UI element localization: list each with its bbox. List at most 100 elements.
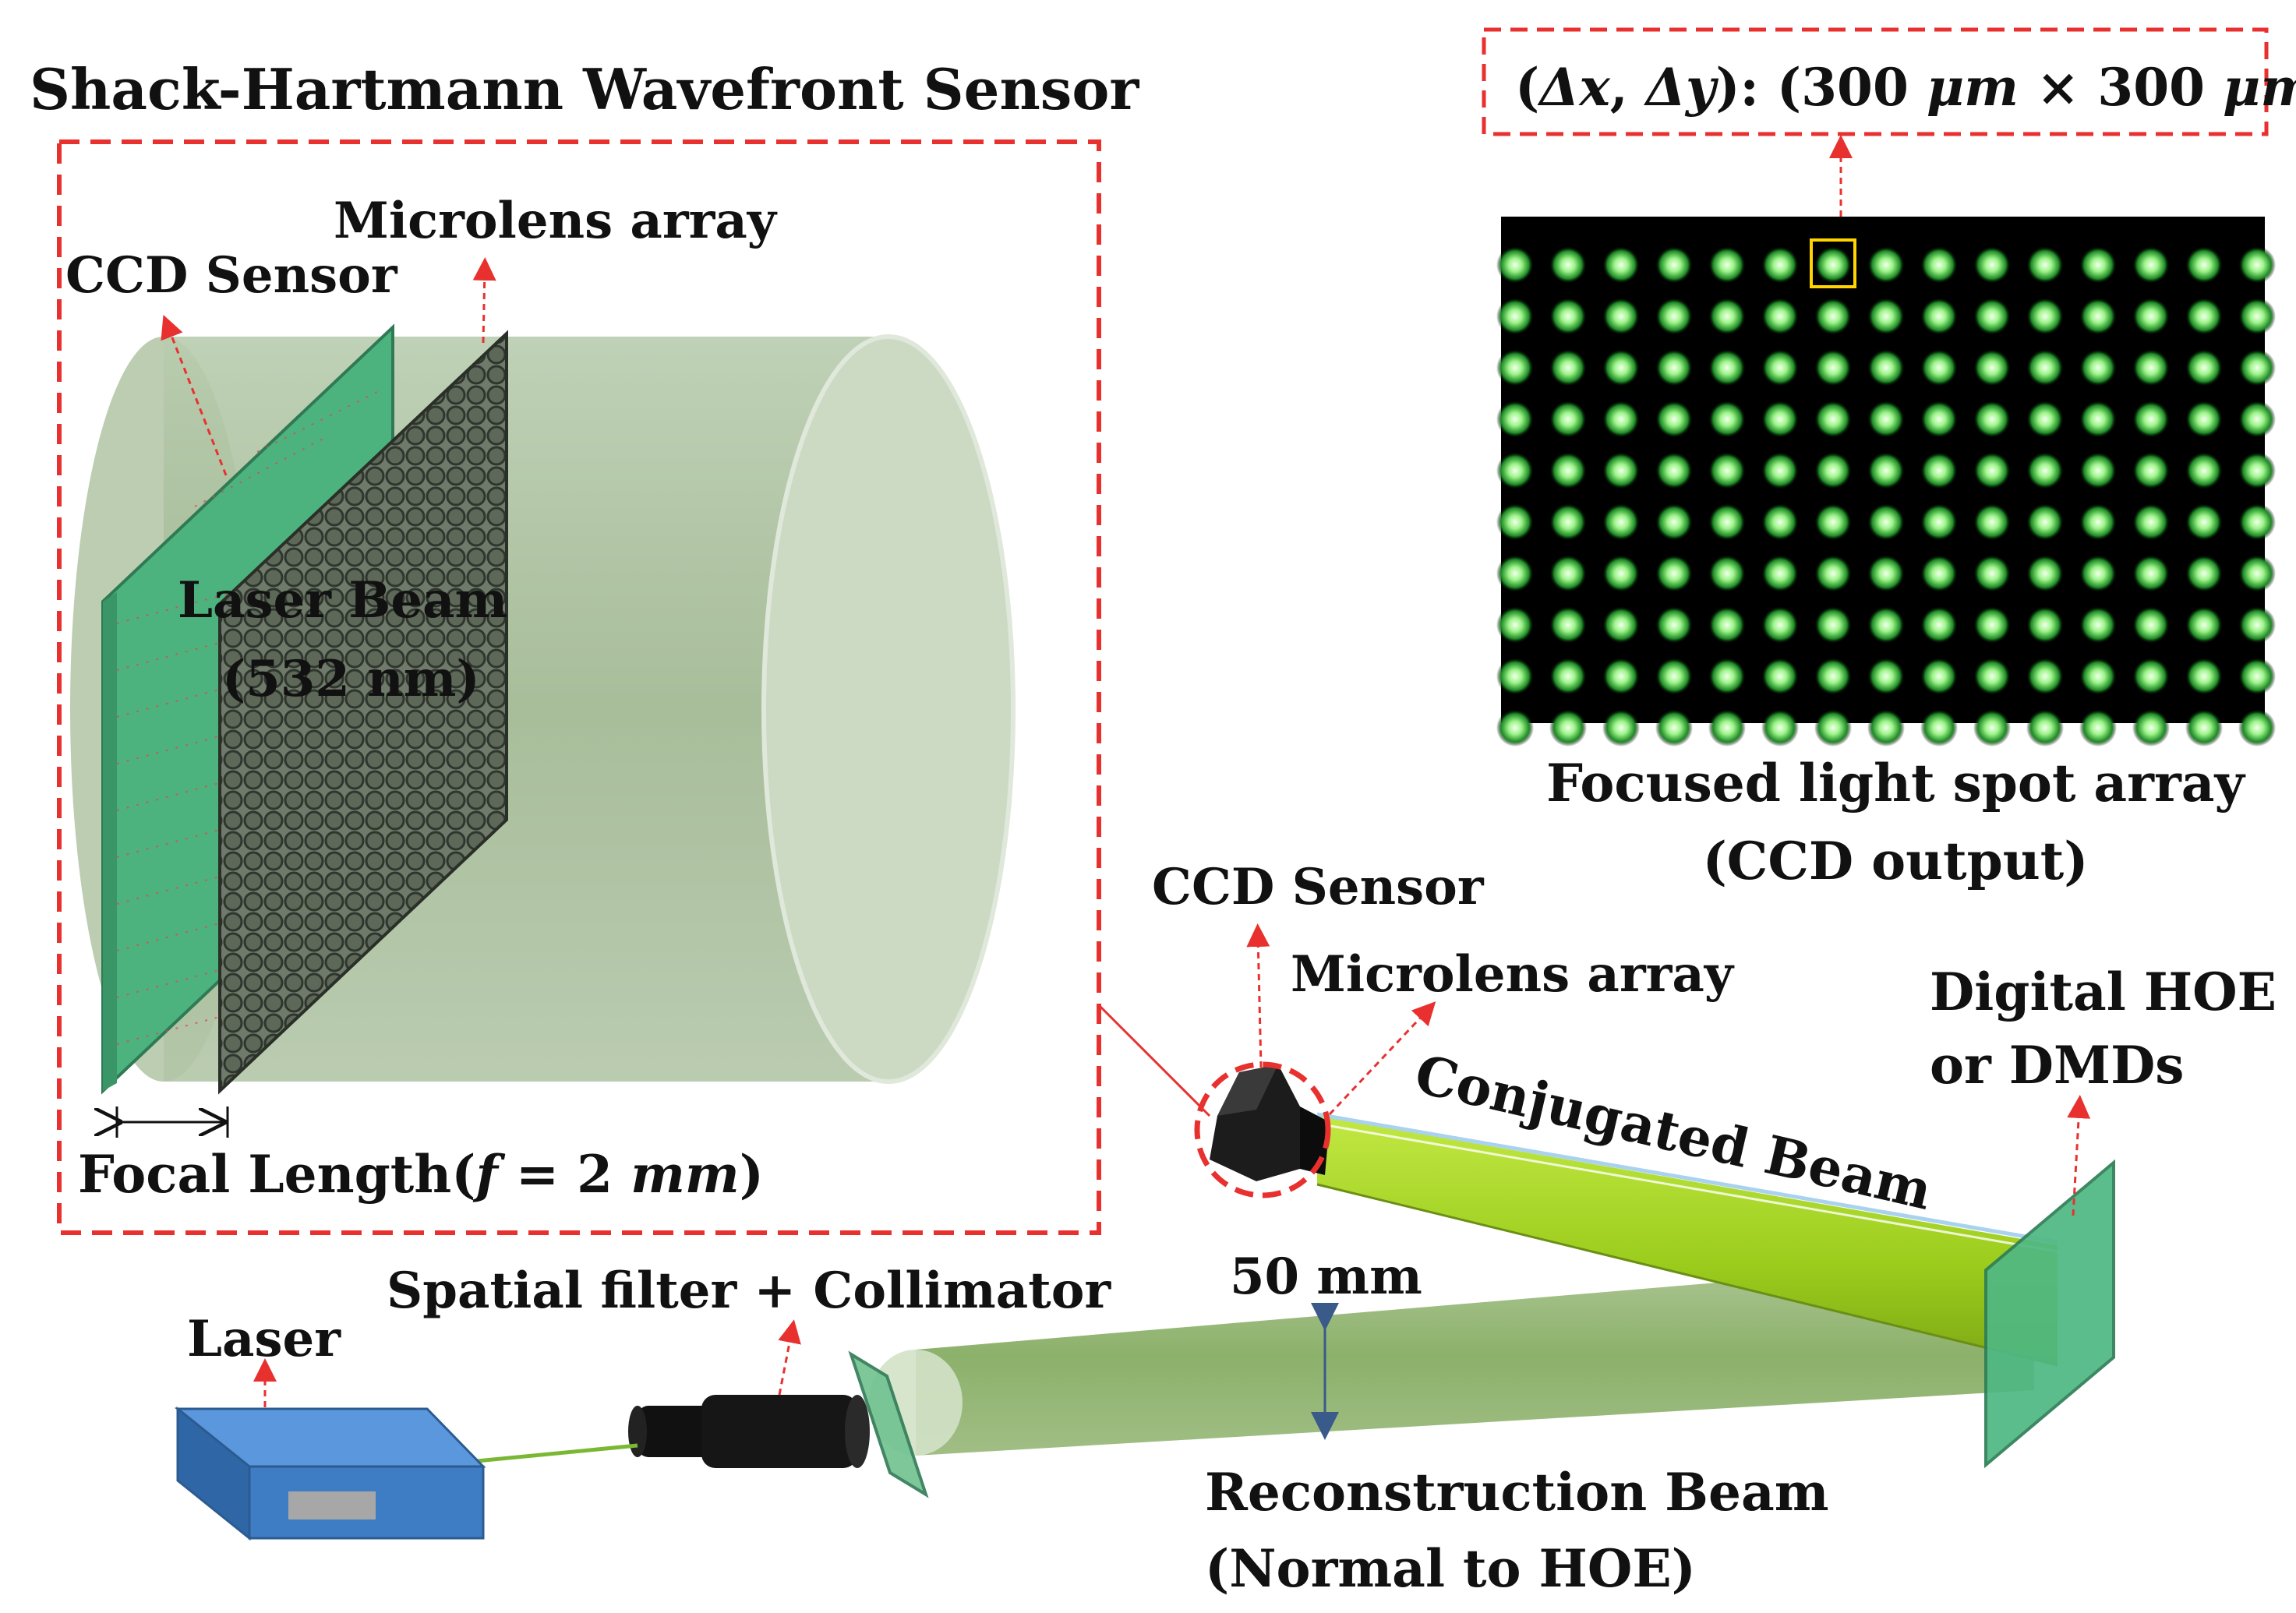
light-spot	[2026, 658, 2064, 695]
digital-hoe-label-line2: or DMDs	[1930, 1035, 2184, 1096]
light-spot	[1708, 246, 1746, 284]
light-spot	[1973, 606, 2011, 644]
light-spot	[2079, 246, 2117, 284]
light-spot	[1708, 709, 1746, 746]
light-spot	[2132, 606, 2170, 644]
light-spot	[2132, 503, 2170, 541]
light-spot	[1920, 401, 1958, 438]
light-spot	[1973, 555, 2011, 592]
microlens-top-label: Microlens array	[334, 192, 778, 250]
spatial-filter-label: Spatial filter + Collimator	[387, 1262, 1111, 1320]
light-spot	[1973, 709, 2011, 746]
light-spot	[1496, 298, 1534, 335]
spatial-filter-tube	[628, 1395, 870, 1468]
microlens-array-plate	[218, 330, 508, 1095]
light-spot	[2238, 349, 2276, 386]
light-spot	[1602, 709, 1640, 746]
light-spot	[1761, 709, 1799, 746]
light-spot	[2238, 401, 2276, 438]
light-spot	[1549, 452, 1587, 489]
light-spot	[1973, 246, 2011, 284]
laser-label: Laser	[187, 1310, 341, 1368]
light-spot	[1655, 246, 1693, 284]
light-spot	[1549, 349, 1587, 386]
laser-beam-label-line1: Laser Beam	[178, 571, 507, 630]
light-spot	[1549, 555, 1587, 592]
light-spot	[1761, 298, 1799, 335]
digital-hoe-plate	[1984, 1159, 2115, 1469]
collimator-plate	[848, 1350, 929, 1498]
light-spot	[1867, 452, 1905, 489]
light-spot	[2079, 606, 2117, 644]
spot-array-grid	[1496, 246, 2276, 746]
digital-hoe-label-line1: Digital HOE	[1930, 962, 2277, 1022]
light-spot	[2079, 709, 2117, 746]
conjugated-beam	[1316, 1112, 2058, 1367]
light-spot	[1708, 298, 1746, 335]
light-spot	[1920, 606, 1958, 644]
light-spot	[1973, 401, 2011, 438]
light-spot	[1655, 298, 1693, 335]
ccd-top-label: CCD Sensor	[65, 246, 398, 305]
light-spot	[1602, 298, 1640, 335]
beam-width-label: 50 mm	[1230, 1248, 1422, 1306]
light-spot	[2079, 503, 2117, 541]
light-spot	[1761, 606, 1799, 644]
light-spot	[1496, 709, 1534, 746]
light-spot	[1496, 658, 1534, 695]
light-spot	[1655, 401, 1693, 438]
light-spot	[2026, 503, 2064, 541]
reconstruction-label-line2: (Normal to HOE)	[1205, 1538, 1696, 1599]
light-spot	[2026, 401, 2064, 438]
light-spot	[2079, 349, 2117, 386]
light-spot	[2185, 503, 2223, 541]
light-spot	[1602, 401, 1640, 438]
light-spot	[1708, 503, 1746, 541]
light-spot	[1655, 503, 1693, 541]
laser-beam-label-line2: (532 nm)	[222, 650, 480, 708]
light-spot	[2026, 555, 2064, 592]
ccd-small-label: CCD Sensor	[1152, 858, 1485, 916]
light-spot	[2079, 452, 2117, 489]
reconstruction-label-line1: Reconstruction Beam	[1205, 1462, 1829, 1523]
light-spot	[1496, 349, 1534, 386]
light-spot	[1867, 555, 1905, 592]
light-spot	[1655, 709, 1693, 746]
light-spot	[1708, 606, 1746, 644]
light-spot	[2132, 452, 2170, 489]
light-spot	[2185, 606, 2223, 644]
light-spot	[1496, 246, 1534, 284]
light-spot	[1761, 452, 1799, 489]
sensor-inset-frame	[57, 139, 1101, 1235]
light-spot	[2079, 555, 2117, 592]
light-spot	[1549, 709, 1587, 746]
light-spot	[1602, 452, 1640, 489]
light-spot	[1867, 401, 1905, 438]
light-spot	[1761, 246, 1799, 284]
light-spot	[1814, 658, 1852, 695]
light-spot	[2185, 555, 2223, 592]
light-spot	[2079, 658, 2117, 695]
light-spot	[1920, 246, 1958, 284]
light-spot	[1549, 503, 1587, 541]
light-spot	[1920, 503, 1958, 541]
light-spot	[1920, 298, 1958, 335]
light-spot	[1814, 401, 1852, 438]
light-spot	[2026, 452, 2064, 489]
light-spot	[1655, 452, 1693, 489]
light-spot	[1708, 658, 1746, 695]
light-spot	[2238, 246, 2276, 284]
microlens-small-label: Microlens array	[1291, 945, 1735, 1004]
small-sensor-highlight-circle	[1194, 1061, 1331, 1198]
light-spot	[2238, 298, 2276, 335]
ccd-small-leader	[1246, 923, 1270, 1068]
inset-connector-line	[1097, 1004, 1211, 1117]
light-spot	[1496, 452, 1534, 489]
light-spot	[1549, 658, 1587, 695]
light-spot	[2026, 246, 2064, 284]
spatial-filter-leader	[778, 1319, 801, 1396]
laser-emission-line	[476, 1443, 638, 1463]
light-spot	[2132, 401, 2170, 438]
light-spot	[2026, 349, 2064, 386]
